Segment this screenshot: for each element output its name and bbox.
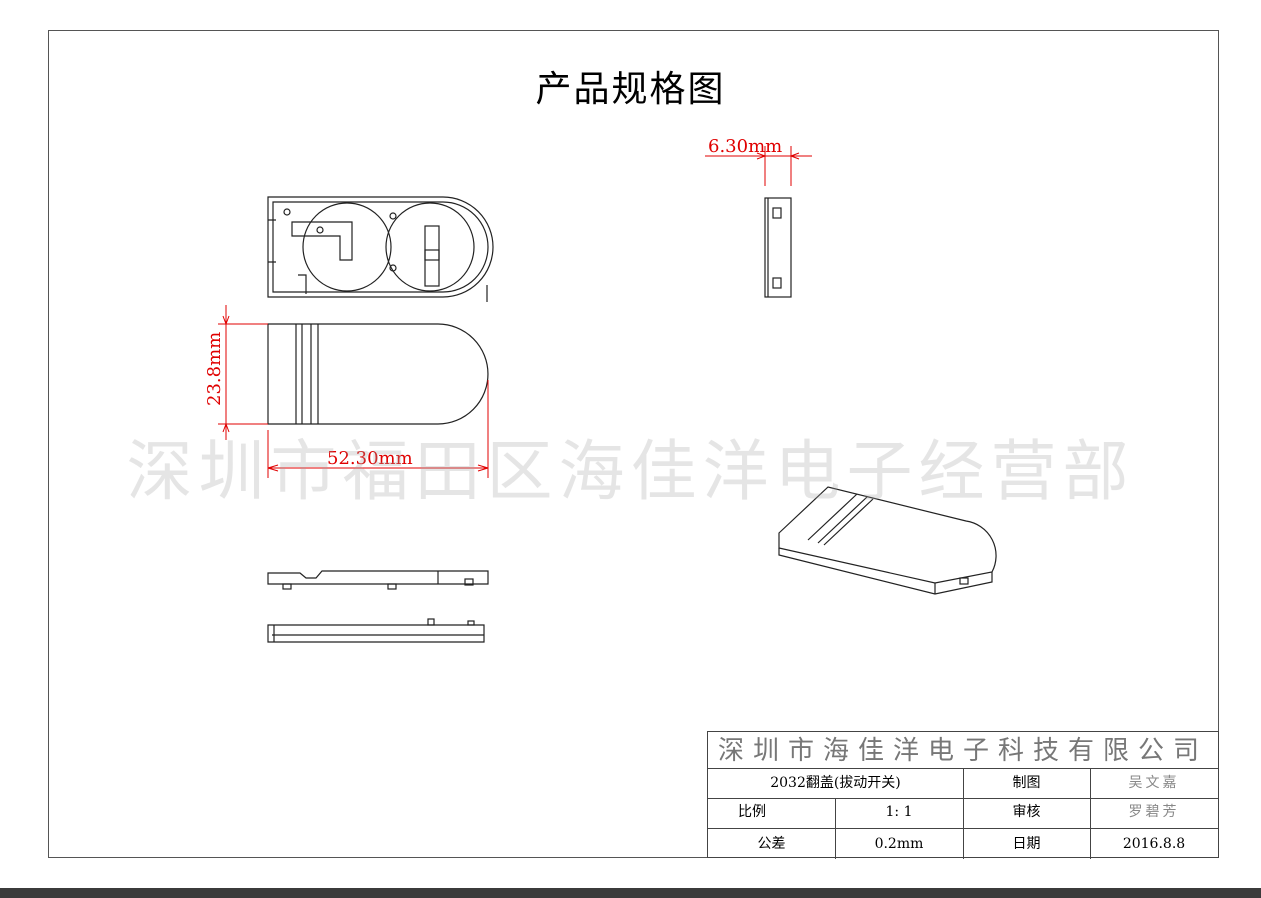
length-dimension: 52.30mm xyxy=(327,448,413,469)
drawing-frame xyxy=(48,30,1219,858)
top-view xyxy=(267,196,494,302)
company-name: 深圳市海佳洋电子科技有限公司 xyxy=(708,732,1218,769)
watermark-text: 深圳市福田区海佳洋电子经营部 xyxy=(126,433,1135,510)
width-dimension: 23.8mm xyxy=(204,332,225,406)
review-label: 审核 xyxy=(1012,804,1041,820)
thickness-dimension: 6.30mm xyxy=(708,136,782,157)
page-title: 产品规格图 xyxy=(535,69,726,110)
tolerance-label: 公差 xyxy=(757,836,786,852)
bottom-bar xyxy=(0,888,1261,898)
scale-value: 1: 1 xyxy=(885,804,913,820)
title-block: 深圳市海佳洋电子科技有限公司 2032翻盖(拔动开关) 制图 吴文嘉 比例 1:… xyxy=(707,731,1219,859)
isometric-view xyxy=(778,486,997,595)
scale-label: 比例 xyxy=(738,804,766,820)
drawn-by: 吴文嘉 xyxy=(1128,775,1180,791)
date-value: 2016.8.8 xyxy=(1122,836,1186,852)
dimension-lines xyxy=(218,146,812,478)
tolerance-value: 0.2mm xyxy=(874,836,924,852)
front-views xyxy=(267,570,489,643)
plan-view xyxy=(267,323,489,425)
date-label: 日期 xyxy=(1012,836,1041,852)
drawn-label: 制图 xyxy=(1012,775,1041,791)
reviewed-by: 罗碧芳 xyxy=(1128,804,1180,820)
side-view xyxy=(764,197,792,298)
product-name: 2032翻盖(拔动开关) xyxy=(770,775,901,791)
